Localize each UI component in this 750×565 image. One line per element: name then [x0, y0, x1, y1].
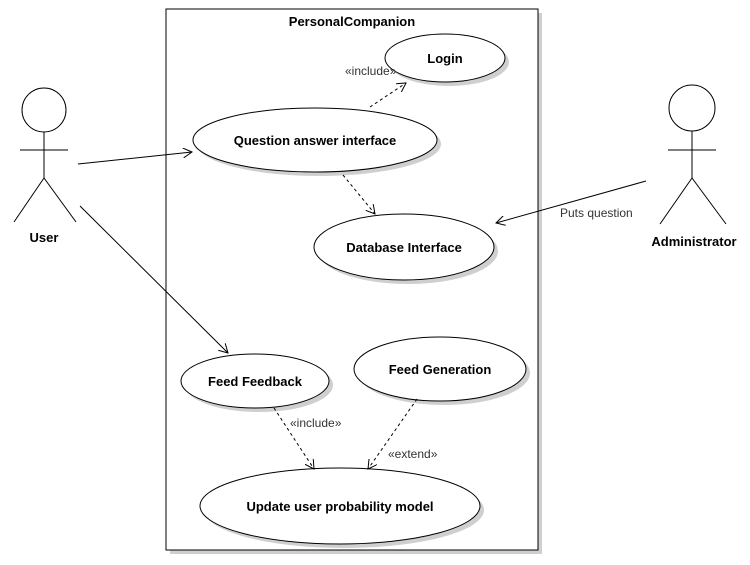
- include-update-arrow[interactable]: [273, 407, 314, 469]
- use-case-question-answer-interface[interactable]: Question answer interface: [192, 107, 441, 176]
- include-login-arrow[interactable]: [369, 83, 406, 108]
- extend-update-label: «extend»: [388, 447, 438, 461]
- include-login-label: «include»: [345, 64, 397, 78]
- extend-update-arrow[interactable]: [368, 398, 418, 469]
- use-case-feed-generation[interactable]: Feed Generation: [353, 336, 530, 405]
- actor-user-label: User: [30, 230, 59, 245]
- use-case-feed-feedback-label: Feed Feedback: [208, 374, 303, 389]
- association-administrator-database[interactable]: [496, 180, 647, 223]
- actor-administrator-head: [668, 84, 716, 132]
- puts-question-label: Puts question: [560, 206, 633, 220]
- use-case-update-model-label: Update user probability model: [246, 499, 433, 514]
- dependency-question-database-arrow[interactable]: [342, 174, 375, 214]
- actor-administrator[interactable]: Administrator: [651, 84, 737, 249]
- use-case-database-interface-label: Database Interface: [346, 240, 462, 255]
- include-update-label: «include»: [290, 416, 342, 430]
- actor-user[interactable]: User: [13, 87, 77, 245]
- association-user-question-answer[interactable]: [77, 152, 192, 165]
- association-user-feed-feedback[interactable]: [79, 205, 228, 353]
- use-case-feed-feedback[interactable]: Feed Feedback: [180, 353, 333, 412]
- use-case-database-interface[interactable]: Database Interface: [313, 213, 498, 284]
- system-boundary[interactable]: PersonalCompanion: [165, 8, 542, 554]
- system-title: PersonalCompanion: [289, 14, 415, 29]
- actor-user-head: [21, 87, 67, 133]
- use-case-question-answer-label: Question answer interface: [234, 133, 397, 148]
- actor-administrator-label: Administrator: [651, 234, 736, 249]
- use-case-feed-generation-label: Feed Generation: [389, 362, 492, 377]
- use-case-login-label: Login: [427, 51, 462, 66]
- use-case-login[interactable]: Login: [384, 33, 509, 86]
- use-case-update-user-probability-model[interactable]: Update user probability model: [199, 467, 484, 548]
